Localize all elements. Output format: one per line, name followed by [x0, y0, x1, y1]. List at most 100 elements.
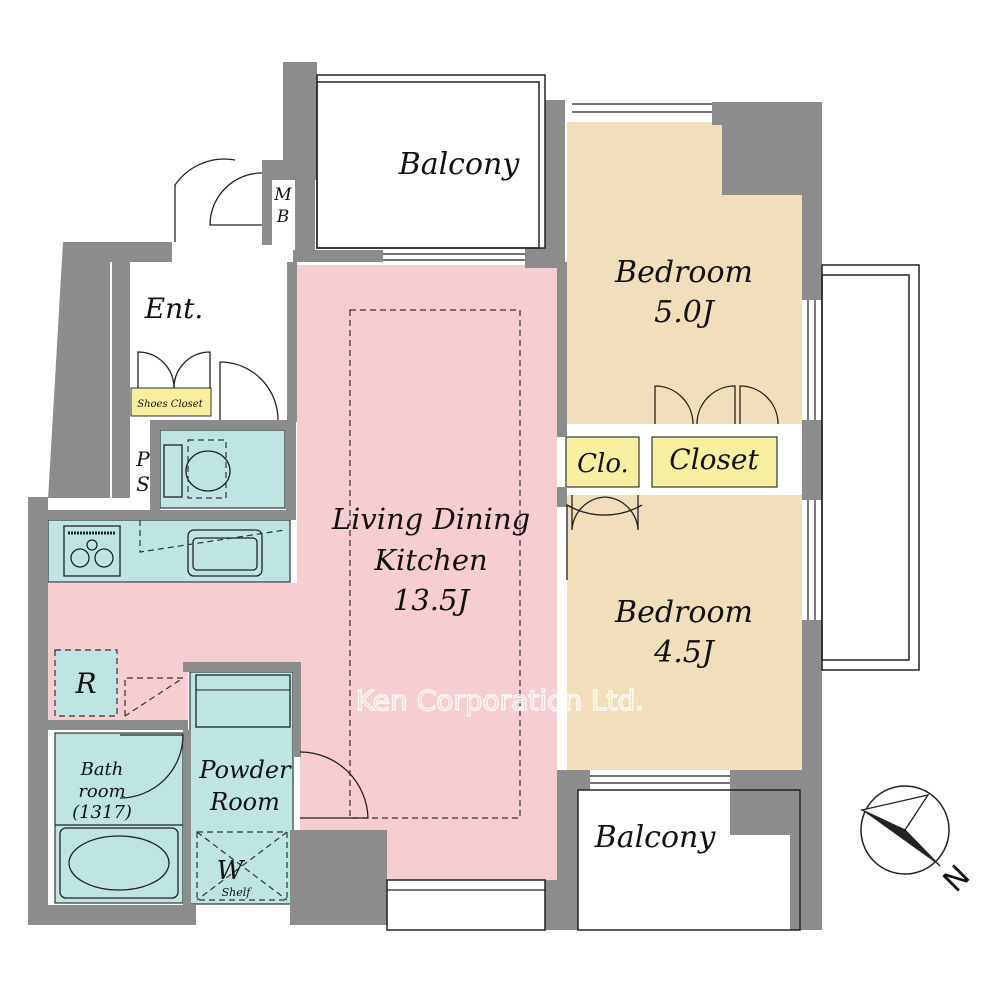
- bath-label-1: Bath: [80, 759, 124, 780]
- labels: Balcony M B Ent. Shoes Closet P S Living…: [72, 147, 759, 899]
- ps-label-2: S: [136, 472, 150, 496]
- ldk-floor: [48, 265, 557, 880]
- bedroom-2-floor: [567, 495, 802, 770]
- bathtub-basin: [68, 835, 170, 891]
- bathtub: [59, 827, 179, 899]
- balcony-top-inner: [316, 81, 540, 249]
- wall-mb-right: [295, 160, 315, 250]
- clo-door-2: [604, 495, 639, 531]
- ldk-label-1: Living Dining: [331, 502, 530, 536]
- wall-left-outline: [30, 242, 130, 920]
- stove-burner-1: [70, 548, 90, 568]
- closet-door-1: [654, 385, 694, 425]
- wall-ps-left: [150, 420, 160, 510]
- bedroom2-label: Bedroom: [614, 595, 753, 630]
- closet-label: Closet: [669, 443, 759, 476]
- bedroom2-door: [566, 503, 643, 580]
- mb-label-2: B: [276, 207, 290, 227]
- fixtures: [54, 439, 291, 901]
- bedroom1-label: Bedroom: [614, 255, 753, 290]
- shoes-closet-label: Shoes Closet: [137, 399, 203, 410]
- wall-right-mid: [802, 420, 822, 500]
- wall-center-vertical: [557, 262, 567, 437]
- wall-balcony-right: [545, 100, 565, 265]
- wall-bottom-right: [730, 770, 822, 930]
- toilet-bowl: [185, 450, 231, 492]
- shelf-label: Shelf: [222, 886, 253, 899]
- washer-cross-2: [196, 831, 288, 901]
- closet-door-3: [739, 385, 779, 425]
- room-fills: [47, 122, 802, 905]
- wall-bath-right: [183, 730, 191, 905]
- refrigerator-dash: [54, 649, 118, 717]
- wall-left-vertical: [28, 497, 48, 922]
- washer-cross-1: [196, 831, 288, 901]
- refrigerator-space: [55, 650, 117, 716]
- clo-floor: [565, 436, 640, 488]
- wall-right-lower: [802, 620, 822, 770]
- compass-line: [904, 829, 941, 867]
- bath-label-2: room: [78, 781, 125, 802]
- ldk-size-label: 13.5J: [393, 583, 471, 617]
- stove-burner-3: [86, 539, 98, 551]
- ps-label-1: P: [135, 447, 150, 471]
- toilet-dash: [187, 439, 227, 499]
- compass-arrow-light: [860, 794, 930, 831]
- compass-arrow-dark: [862, 810, 940, 866]
- closet-door-2: [696, 385, 736, 425]
- balconies: [316, 74, 920, 931]
- wall-ldk-top: [293, 250, 383, 262]
- washer-label: W: [217, 856, 246, 886]
- walls: [28, 62, 822, 930]
- wall-ent-top: [112, 242, 172, 262]
- wall-bottom-center: [545, 770, 590, 930]
- clo-door-1: [571, 495, 606, 531]
- toilet-floor: [159, 429, 286, 509]
- entrance-door: [174, 158, 236, 242]
- watermark: Ken Corporation Ltd.: [356, 684, 644, 717]
- entrance-label: Ent.: [144, 292, 204, 325]
- compass-n-label: N: [937, 859, 978, 900]
- wall-bath-top: [48, 720, 188, 730]
- counter-dash: [124, 677, 186, 717]
- balcony-right-inner: [821, 274, 910, 661]
- wall-kitchen-top: [48, 510, 290, 520]
- stove-burner-2: [94, 548, 114, 568]
- wall-bottom-left: [28, 905, 196, 925]
- doors: [119, 158, 779, 819]
- balcony-bottom-left-outline: [386, 879, 546, 931]
- refrigerator-label: R: [74, 667, 96, 700]
- ldk-ceiling-dash: [349, 309, 521, 819]
- powder-label-1: Powder: [198, 756, 292, 784]
- windows: [383, 103, 816, 784]
- shoes-closet-floor: [130, 387, 212, 417]
- toilet-tank: [163, 444, 183, 498]
- powder-label-2: Room: [209, 788, 280, 816]
- bath-label-3: (1317): [72, 802, 132, 823]
- wall-bottom-mid2: [290, 905, 387, 925]
- wall-top-left-block: [265, 62, 317, 180]
- powder-vanity: [195, 674, 291, 728]
- wall-powder-right: [293, 662, 301, 757]
- powder-door: [299, 751, 369, 819]
- shoes-closet-door-r: [173, 351, 211, 389]
- stove: [63, 525, 121, 577]
- wall-top-right: [712, 102, 822, 300]
- bathroom-floor: [54, 732, 184, 904]
- wall-powder-top: [183, 662, 300, 672]
- washer-space: [196, 831, 288, 901]
- sink: [187, 529, 263, 577]
- wall-toilet-top: [150, 420, 290, 430]
- balcony-bottom-outline: [577, 789, 801, 931]
- bathroom-door: [119, 734, 184, 799]
- bedroom1-size: 5.0J: [654, 295, 716, 330]
- wall-left-upper: [112, 258, 130, 498]
- shoes-closet-door-l: [137, 351, 175, 389]
- wall-balcony-base: [525, 248, 565, 268]
- north-compass: N: [860, 785, 978, 900]
- balcony-bottom-label: Balcony: [594, 820, 717, 855]
- mb-label-1: M: [273, 185, 292, 205]
- sink-basin: [192, 537, 258, 571]
- kitchen-counter: [47, 519, 291, 583]
